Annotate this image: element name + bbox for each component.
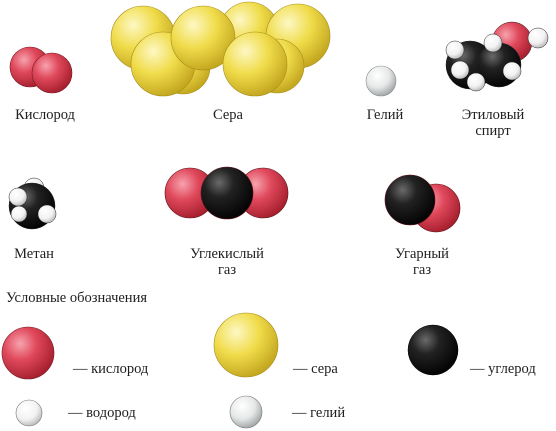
carbon-monoxide-label-line-1: Угарный [395,246,449,262]
ethanol-label-line-1: Этиловый [461,107,525,123]
legend-helium-label: — гелий [292,405,346,421]
legend-carbon-label: — углерод [470,361,536,377]
carbon-monoxide-molecule [384,174,461,233]
carbon-dioxide-label: Углекислый газ [175,246,279,278]
legend-swatches [1,312,459,429]
legend-oxygen-swatch [1,326,55,380]
carbon-dioxide-label-line-2: газ [217,262,237,278]
sulfur-molecule [110,1,331,97]
legend-hydrogen-swatch [15,399,43,427]
legend-carbon-swatch [407,324,459,376]
legend-sulfur-label: — сера [293,361,338,377]
methane-label: Метан [14,246,54,262]
carbon-monoxide-label: Угарный газ [382,246,462,278]
ethanol-molecule [445,21,549,92]
ethanol-label: Этиловый спирт [448,107,538,139]
sulfur-label: Сера [213,107,243,123]
ethanol-label-line-2: спирт [475,123,511,139]
oxygen-molecule [9,46,73,94]
methane-molecule [8,177,57,230]
carbon-dioxide-label-line-1: Углекислый [190,246,264,262]
helium-label: Гелий [366,107,404,123]
legend-hydrogen-label: — водород [68,405,136,421]
legend-title: Условные обозначения [6,290,147,306]
helium-atom [365,65,397,97]
carbon-dioxide-molecule [164,166,289,220]
legend-oxygen-label: — кислород [73,361,149,377]
oxygen-label: Кислород [15,107,75,123]
legend-sulfur-swatch [213,312,279,378]
legend-helium-swatch [229,395,263,429]
carbon-monoxide-label-line-2: газ [412,262,432,278]
